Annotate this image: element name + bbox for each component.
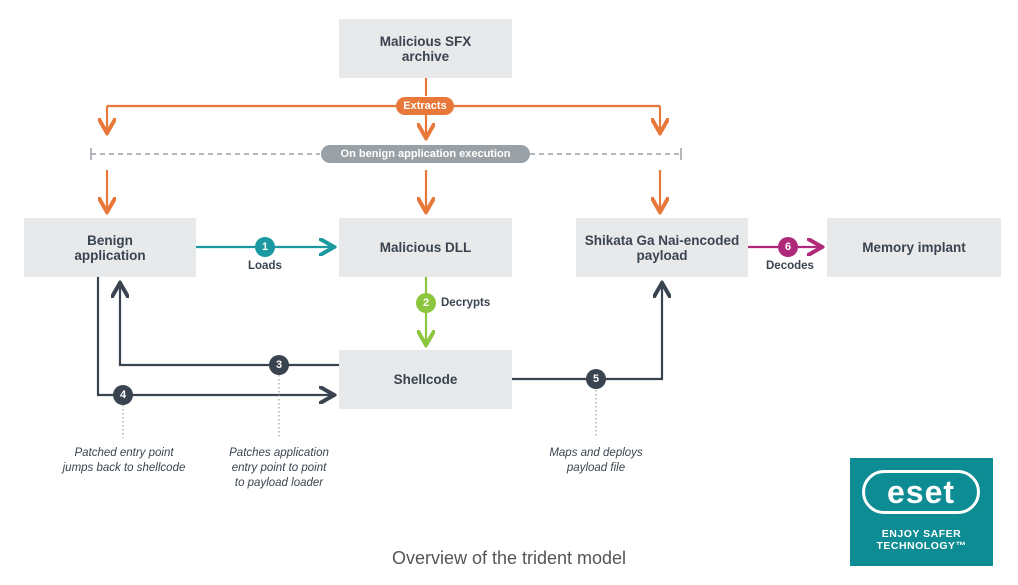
eset-logo-word: eset: [862, 470, 980, 514]
decrypts-label: Decrypts: [441, 297, 491, 309]
shellcode-arrows: [96, 277, 662, 395]
figure-caption: Overview of the trident model: [391, 548, 627, 568]
step-badge-6: 6: [778, 237, 798, 257]
note-step-5: Maps and deploys payload file: [549, 447, 643, 474]
loads-label: Loads: [248, 260, 282, 272]
eset-logo: eset ENJOY SAFER TECHNOLOGY™: [850, 458, 993, 566]
step-badge-1: 1: [255, 237, 275, 257]
extract-arrows: [107, 78, 660, 210]
node-malicious-dll: Malicious DLL: [339, 218, 512, 277]
note-step-3: Patches application entry point to point…: [229, 447, 329, 489]
node-encoded-payload: Shikata Ga Nai-encoded payload: [576, 218, 748, 277]
note-leaders: [122, 375, 597, 438]
execution-line: [90, 148, 682, 160]
step-badge-2: 2: [416, 293, 436, 313]
step-badge-4: 4: [113, 385, 133, 405]
execution-pill: On benign application execution: [321, 145, 530, 163]
node-memory-implant: Memory implant: [827, 218, 1001, 277]
node-shellcode: Shellcode: [339, 350, 512, 409]
eset-logo-tagline: ENJOY SAFER TECHNOLOGY™: [876, 528, 967, 552]
node-benign-application: Benign application: [24, 218, 196, 277]
node-sfx-archive: Malicious SFX archive: [339, 19, 512, 78]
extracts-pill: Extracts: [396, 97, 454, 115]
step-badge-5: 5: [586, 369, 606, 389]
decodes-label: Decodes: [766, 260, 814, 272]
note-step-4: Patched entry point jumps back to shellc…: [62, 447, 186, 474]
step-badge-3: 3: [269, 355, 289, 375]
